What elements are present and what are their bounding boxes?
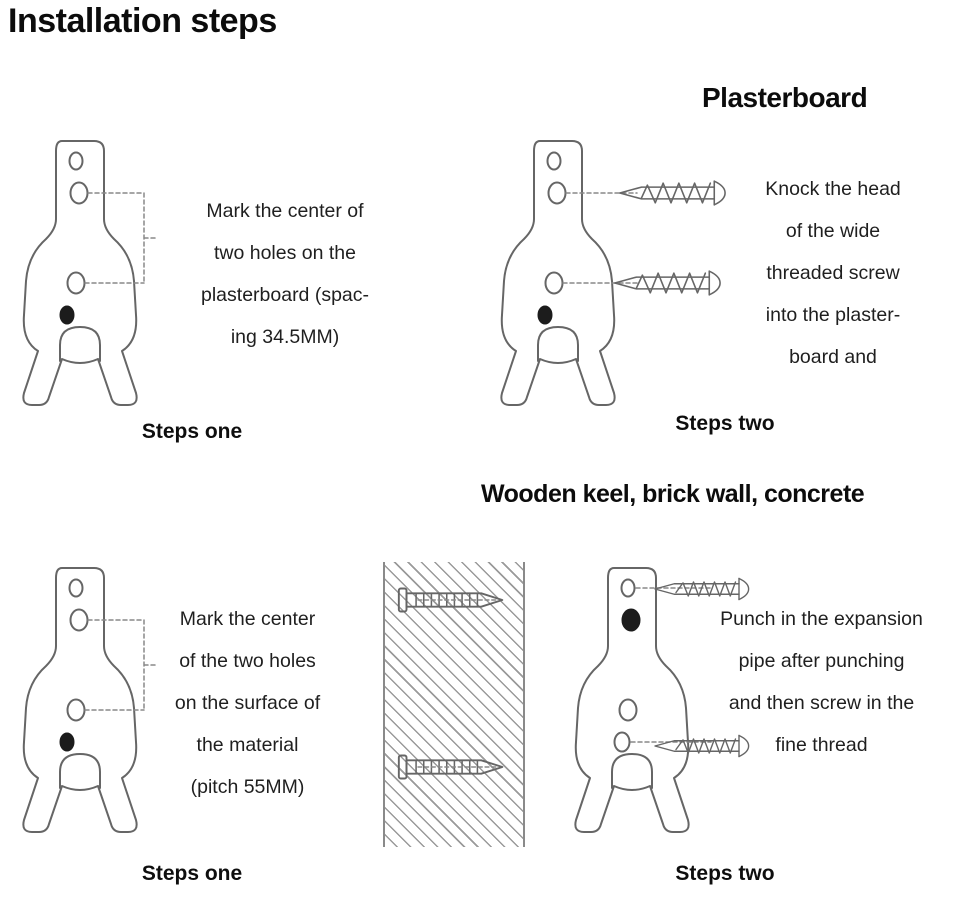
step-text-line: ing 34.5MM) [230, 326, 340, 348]
section-plasterboard-heading: Plasterboard [702, 82, 868, 113]
step-text-wooden-one: Mark the center of the two holes on the … [150, 598, 345, 808]
hook-arch [59, 326, 101, 362]
mount-hole-icon [69, 181, 89, 205]
hook-diagram-step2-wooden [574, 567, 712, 833]
caption-plasterboard-step-two: Steps two [675, 412, 775, 435]
hook-diagram-step1-plasterboard [22, 140, 159, 406]
mount-hole-icon [68, 151, 84, 171]
step-text-line: of the wide [785, 220, 881, 242]
step-text-line: Mark the center [179, 608, 316, 630]
step-text-wooden-two: Punch in the expansion pipe after punchi… [688, 598, 955, 766]
step-text-line: threaded screw [766, 262, 900, 284]
mount-hole-icon [66, 698, 86, 722]
mount-hole-icon [547, 181, 567, 205]
step-text-line: two holes on the [213, 242, 356, 264]
hook-outline [500, 140, 616, 406]
section-wooden-heading: Wooden keel, brick wall, concrete [481, 480, 865, 508]
step-text-line: plasterboard (spac- [201, 284, 369, 306]
step-text-line: on the surface of [174, 692, 321, 714]
step-text-line: board and [789, 346, 877, 368]
mount-hole-icon [68, 578, 84, 598]
hook-diagram-step2-plasterboard [500, 140, 638, 406]
step-text-line: the material [196, 734, 299, 756]
step-text-line: (pitch 55MM) [190, 776, 305, 798]
fine-thread-screw-icon [654, 734, 750, 758]
step-text-line: into the plaster- [765, 304, 901, 326]
hook-outline [22, 140, 138, 406]
step-text-line: pipe after punching [738, 650, 905, 672]
step-text-line: Knock the head [765, 178, 901, 200]
mount-hole-icon [59, 305, 75, 325]
drywall-screw-icon [619, 180, 726, 206]
drywall-screw-icon [614, 270, 721, 296]
hook-outline [22, 567, 138, 833]
mount-hole-icon [618, 698, 638, 722]
mount-hole-icon [544, 271, 564, 295]
step-text-plasterboard-two: Knock the head of the wide threaded scre… [728, 168, 938, 378]
dashed-leader-line [84, 192, 159, 284]
hook-diagram-step1-wooden [22, 567, 159, 833]
hook-outline [574, 567, 690, 833]
hook-arch [537, 326, 579, 362]
dashed-leader-line [630, 587, 712, 743]
step-text-line: fine thread [775, 734, 868, 756]
mount-hole-icon [620, 578, 636, 598]
step-text-line: of the two holes [179, 650, 316, 672]
hook-arch [611, 753, 653, 789]
mount-hole-icon [69, 608, 89, 632]
step-text-plasterboard-one: Mark the center of two holes on the plas… [160, 190, 410, 358]
dashed-leader-line [562, 192, 638, 284]
mount-hole-icon [621, 608, 641, 632]
mount-hole-icon [59, 732, 75, 752]
dashed-leader-line [84, 619, 159, 711]
caption-wooden-step-two: Steps two [675, 862, 775, 885]
page-title: Installation steps [8, 2, 277, 40]
mount-hole-icon [613, 731, 631, 753]
mount-hole-icon [66, 271, 86, 295]
fine-thread-screw-icon [654, 577, 750, 601]
step-text-line: Punch in the expansion [720, 608, 923, 630]
caption-plasterboard-step-one: Steps one [141, 420, 243, 443]
caption-wooden-step-one: Steps one [141, 862, 243, 885]
expansion-anchor-icon [397, 754, 504, 780]
step-text-line: Mark the center of [206, 200, 364, 222]
expansion-anchor-icon [397, 587, 504, 613]
step-text-line: and then screw in the [728, 692, 915, 714]
hook-arch [59, 753, 101, 789]
mount-hole-icon [546, 151, 562, 171]
mount-hole-icon [537, 305, 553, 325]
